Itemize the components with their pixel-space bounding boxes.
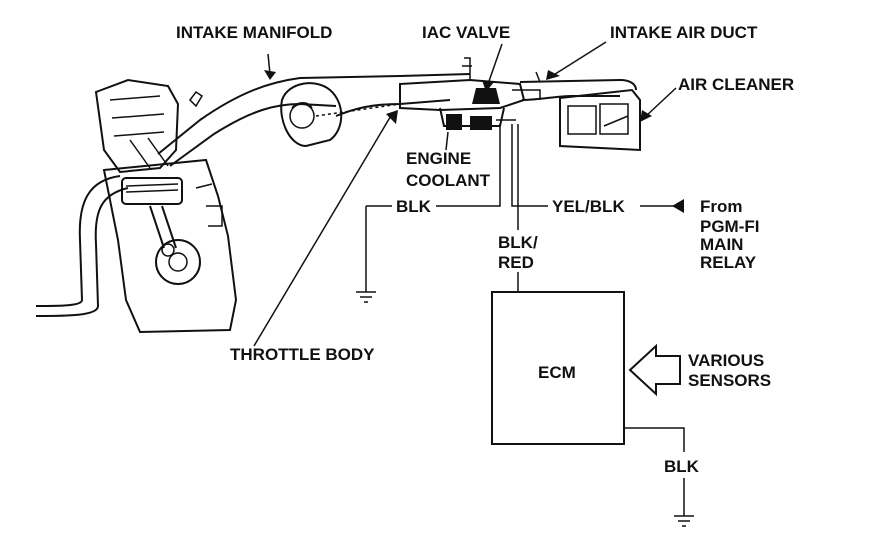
ecm-box: [491, 291, 625, 445]
wiring: [356, 124, 694, 527]
label-sensors: SENSORS: [688, 371, 771, 390]
label-main: MAIN: [700, 235, 743, 254]
label-throttle-body: THROTTLE BODY: [230, 345, 375, 364]
air-cleaner-illustration: [559, 88, 641, 152]
label-coolant: COOLANT: [406, 171, 491, 190]
label-relay: RELAY: [700, 253, 757, 272]
label-air-cleaner: AIR CLEANER: [678, 75, 794, 94]
leader-lines: [253, 41, 677, 347]
label-from: From: [700, 197, 743, 216]
label-intake-air-duct: INTAKE AIR DUCT: [610, 23, 758, 42]
label-blk-ecm-ground: BLK: [664, 457, 700, 476]
engine-illustration: [35, 78, 238, 334]
label-blk-ground: BLK: [396, 197, 432, 216]
label-ecm: ECM: [538, 363, 576, 382]
label-blk-red-line2: RED: [498, 253, 534, 272]
intake-manifold-illustration: [157, 73, 471, 167]
label-intake-manifold: INTAKE MANIFOLD: [176, 23, 332, 42]
throttle-body-iac-illustration: [399, 57, 526, 130]
label-engine: ENGINE: [406, 149, 471, 168]
label-pgm-fi: PGM-FI: [700, 217, 760, 236]
label-blk-red-line1: BLK/: [498, 233, 538, 252]
label-yel-blk: YEL/BLK: [552, 197, 625, 216]
label-iac-valve: IAC VALVE: [422, 23, 510, 42]
label-various: VARIOUS: [688, 351, 764, 370]
